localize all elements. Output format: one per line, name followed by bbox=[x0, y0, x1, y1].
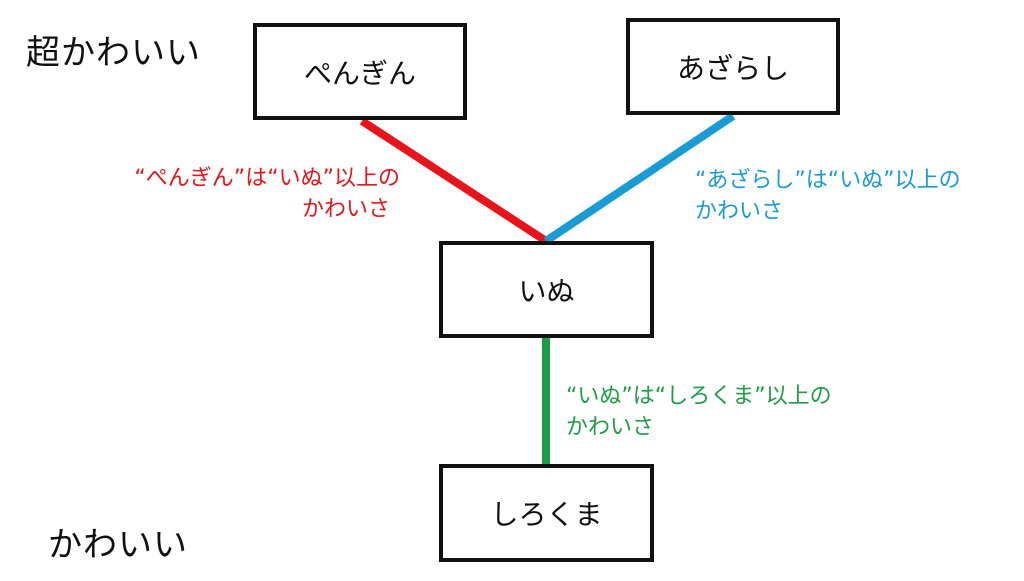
node-dog: いぬ bbox=[439, 241, 654, 338]
edge-label-dog-bear-line2: かわいさ bbox=[566, 414, 655, 440]
node-polar-bear: しろくま bbox=[439, 464, 654, 562]
edge-label-penguin-dog-line1: “ぺんぎん”は“いぬ”以上の bbox=[134, 166, 400, 191]
node-seal: あざらし bbox=[626, 18, 840, 115]
edge-label-seal-dog-line2: かわいさ bbox=[695, 198, 784, 224]
edge-label-seal-dog-line1: “あざらし”は“いぬ”以上の bbox=[695, 168, 961, 193]
edge-label-penguin-dog: “ぺんぎん”は“いぬ”以上の かわいさ bbox=[70, 164, 400, 226]
edge-penguin-dog bbox=[359, 117, 549, 245]
scale-bottom-label: かわいい bbox=[48, 525, 188, 565]
edge-seal-dog bbox=[543, 112, 736, 245]
edge-label-dog-bear: “いぬ”は“しろくま”以上の かわいさ bbox=[566, 382, 832, 444]
node-penguin: ぺんぎん bbox=[253, 23, 467, 120]
scale-top-label: 超かわいい bbox=[26, 33, 201, 73]
edge-label-penguin-dog-line2: かわいさ bbox=[301, 196, 390, 222]
edge-label-seal-dog: “あざらし”は“いぬ”以上の かわいさ bbox=[695, 166, 961, 228]
edge-label-dog-bear-line1: “いぬ”は“しろくま”以上の bbox=[566, 384, 832, 409]
